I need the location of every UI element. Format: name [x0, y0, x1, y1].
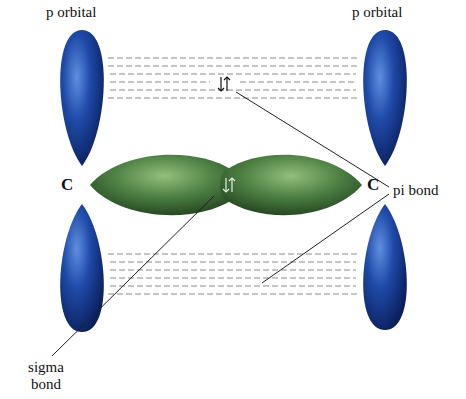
p-orbital-lobes	[60, 30, 407, 332]
bond-label: pi bond	[393, 182, 438, 199]
orbital-label: p orbital	[46, 4, 96, 21]
electron-pair	[223, 178, 235, 192]
bond-label: sigma bond	[22, 359, 70, 393]
atom-label: C	[367, 176, 379, 193]
leader-line	[52, 92, 389, 356]
sigma-bond-lobes	[90, 155, 362, 215]
atom-label: C	[61, 176, 73, 193]
orbital-label: p orbital	[352, 4, 402, 21]
electron-pair	[218, 77, 230, 91]
